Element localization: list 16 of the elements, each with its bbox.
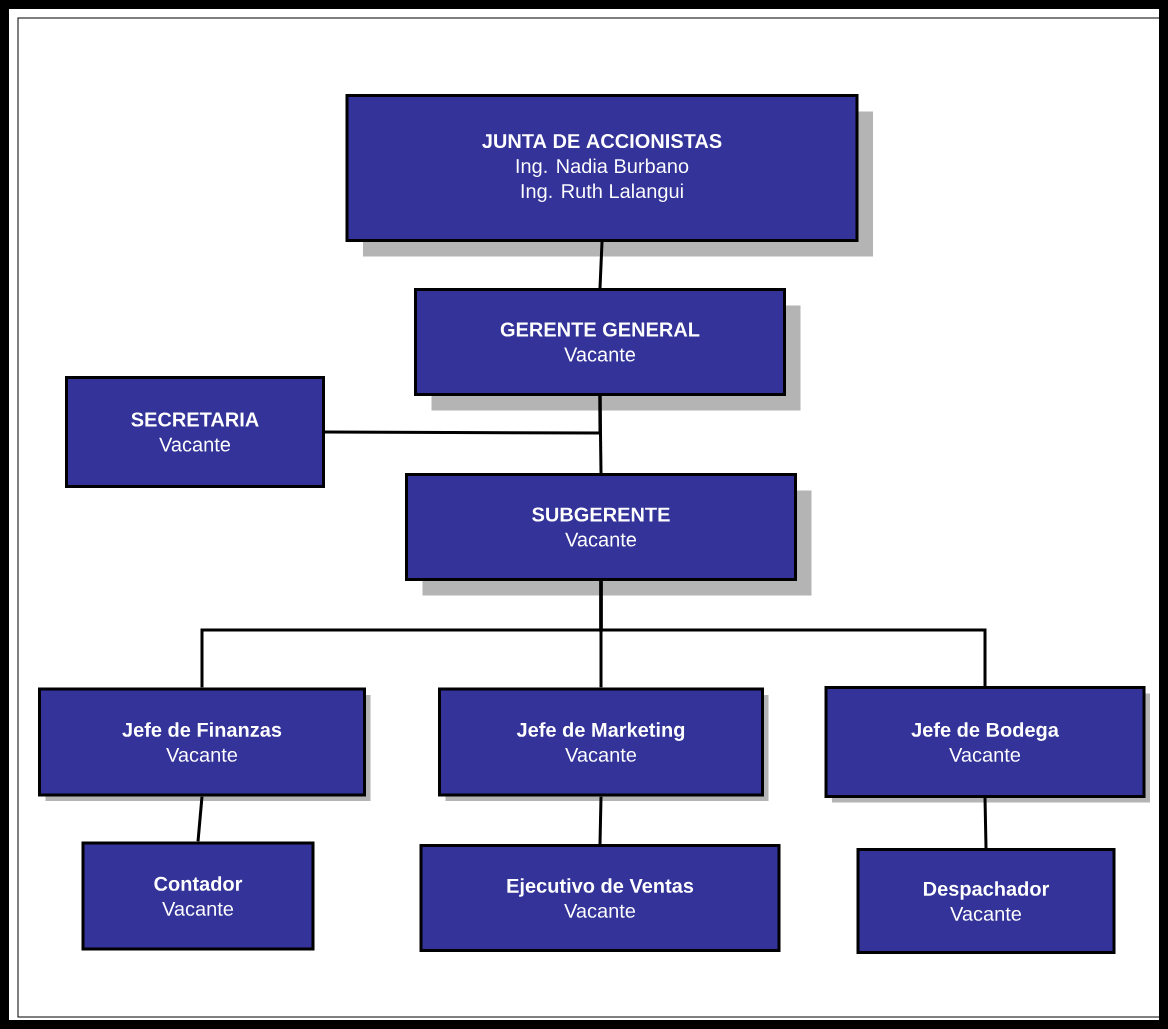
- connector-line: [196, 796, 204, 842]
- org-box: Ejecutivo de Ventas Vacante: [419, 844, 781, 952]
- org-box: Jefe de Marketing Vacante: [438, 687, 769, 801]
- org-box: Despachador Vacante: [856, 848, 1116, 954]
- org-box: JUNTA DE ACCIONISTAS Ing. Nadia Burbano Ing. Ruth Lalangui: [345, 94, 873, 257]
- org-box: Contador Vacante: [81, 841, 315, 951]
- org-box: Jefe de Bodega Vacante: [824, 686, 1150, 803]
- connector-line: [598, 395, 603, 474]
- connector-line: [983, 797, 988, 849]
- org-box: Jefe de Finanzas Vacante: [38, 687, 371, 801]
- connector-line: [599, 581, 987, 686]
- connector-line: [598, 796, 603, 845]
- org-box: SUBGERENTE Vacante: [405, 473, 812, 596]
- connector-line: [598, 241, 604, 289]
- org-box: SECRETARIA Vacante: [65, 376, 325, 488]
- org-box: GERENTE GENERAL Vacante: [414, 288, 801, 411]
